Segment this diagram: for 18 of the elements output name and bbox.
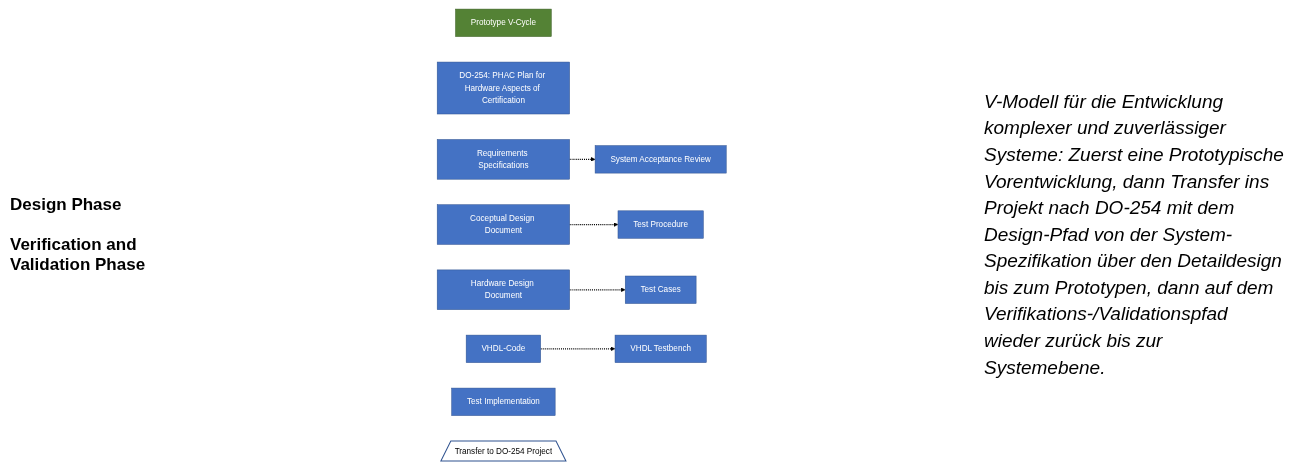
node-box: Test Implementation [451, 387, 556, 416]
phase-label: Design Phase [10, 195, 123, 215]
arrow [569, 222, 619, 227]
phase-label: Verification and Validation Phase [10, 235, 147, 275]
node-box: System Acceptance Review [595, 145, 727, 174]
node-box: Coceptual Design Document [437, 204, 571, 245]
node-box: Test Cases [625, 275, 697, 304]
arrow [569, 287, 626, 292]
arrow [540, 346, 616, 352]
node-box: Hardware Design Document [437, 269, 571, 310]
caption: V-Modell für die Entwicklung komplexer und zuverlässiger Systeme: Zuerst eine Prototypische Vorentwicklung, dann Transfer ins Projekt nach DO-254 mit dem Design-Pfad von der System-Spezifikation über den Detaildesign bis zum Prototypen, dann auf dem Verifikations-/Validationspfad wieder zurück bis zur Systemebene. [983, 89, 1285, 380]
node-box: VHDL Testbench [615, 334, 707, 363]
node-box: Prototype V-Cycle [455, 8, 552, 37]
node-box: VHDL-Code [466, 334, 542, 363]
node-box: Requirements Specifications [437, 139, 571, 180]
node-box: Test Procedure [618, 210, 704, 239]
arrow [569, 157, 596, 162]
node-box: DO-254: PHAC Plan for Hardware Aspects of Certification [437, 61, 571, 115]
